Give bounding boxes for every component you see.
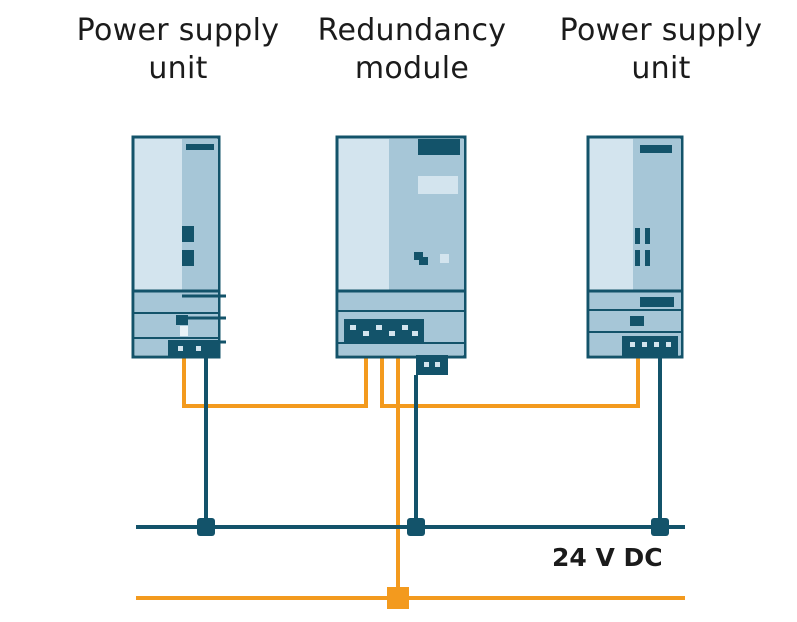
dc-junctions: [197, 518, 669, 536]
left-psu-title: Power supply unit: [76, 13, 280, 86]
dc-junction-mid: [407, 518, 425, 536]
signal-bus-junction: [387, 587, 409, 609]
power-wiring: [136, 357, 685, 529]
right-signal-wire: [380, 357, 640, 408]
left-psu-device: [131, 135, 226, 359]
right-psu-title: Power supply unit: [559, 13, 763, 86]
dc-junction-right: [651, 518, 669, 536]
voltage-label: 24 V DC: [552, 543, 663, 572]
signal-wiring: [136, 357, 685, 600]
right-psu-device: [586, 135, 684, 359]
redundancy-module-title: Redundancy module: [317, 13, 507, 86]
dc-junction-left: [197, 518, 215, 536]
redundancy-module-device: [335, 135, 467, 375]
left-signal-wire: [182, 357, 368, 408]
